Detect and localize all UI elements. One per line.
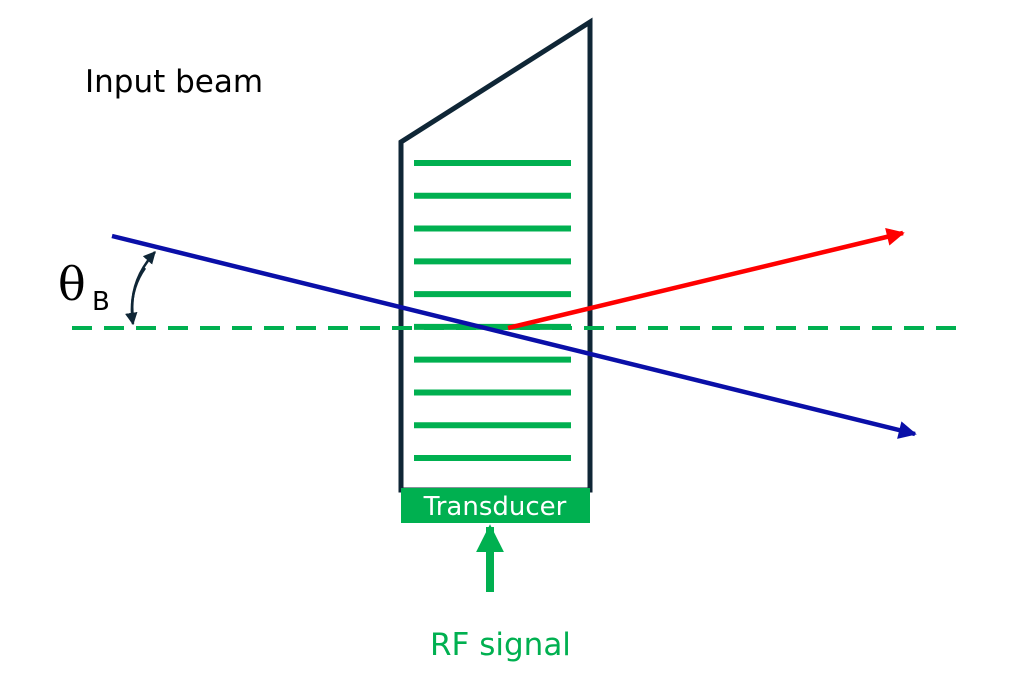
transducer-label: Transducer (423, 492, 567, 522)
theta-subscript: B (92, 287, 110, 317)
angle-arrow-bottom (125, 267, 147, 326)
input-beam-label: Input beam (85, 64, 263, 100)
diffracted-beam-arrow (507, 228, 905, 331)
crystal-outline (398, 17, 593, 493)
acoustic-wavefronts (414, 160, 571, 461)
transducer-block (401, 488, 590, 523)
input-beam-arrow (111, 233, 917, 439)
theta-symbol: θ (58, 257, 86, 311)
rf-signal-label: RF signal (430, 627, 571, 663)
